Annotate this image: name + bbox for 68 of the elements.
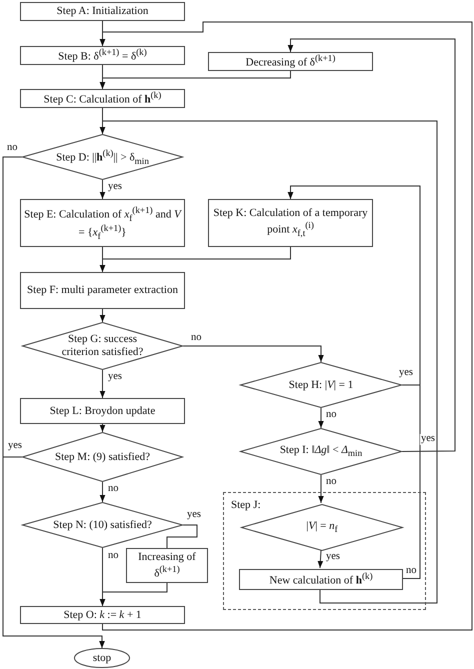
step-text: Step I: ‖Δg‖ < Δ$_{min}$ [278, 444, 364, 459]
step-text: Step L: Broydon update [48, 404, 156, 418]
connector-arrow [100, 482, 106, 502]
edge-label: yes [325, 552, 341, 562]
connector-arrow [318, 474, 324, 504]
connector-arrow [100, 308, 106, 322]
edge-label: yes [398, 368, 414, 378]
edge-label: yes [107, 372, 123, 382]
step-text: Step M: (9) satisfied? [54, 450, 151, 464]
step-text: Decreasing of δ$^{(k+1)}$ [244, 53, 336, 70]
step-text: Step F: multi parameter extraction [26, 284, 179, 297]
connector-arrow [100, 180, 106, 200]
connector-arrow [100, 370, 106, 398]
process-box [20, 272, 185, 309]
connector-arrow [100, 70, 291, 90]
step-text: New calculation of h$^{(k)}$ [268, 571, 374, 588]
step-text: Step N: (10) satisfied? [52, 518, 153, 532]
decision-diamond [22, 322, 183, 370]
step-text: Increasing of δ$^{(k+1)}$ [137, 551, 197, 580]
process-box [208, 199, 373, 247]
edge-label: yes [7, 441, 23, 452]
step-text: Step J: [230, 499, 262, 512]
edge-label: no [190, 333, 202, 344]
process-box [126, 548, 208, 583]
edge-label: yes [420, 434, 436, 444]
step-text: |V| = n$_{f}$ [305, 520, 339, 535]
terminal-ellipse [74, 648, 130, 668]
decision-diamond [240, 428, 402, 475]
step-text: Step A: Initialization [56, 5, 150, 18]
step-text: Step B: δ$^{(k+1)}$ = δ$^{(k)}$ [57, 47, 148, 64]
process-box [208, 52, 373, 71]
dashed-group-box [223, 492, 426, 610]
connector-arrow [318, 408, 324, 428]
step-text: stop [92, 652, 112, 664]
process-box [20, 606, 185, 624]
edge-label: no [6, 143, 18, 154]
connector-arrow [2, 456, 105, 648]
step-text: Step C: Calculation of h$^{(k)}$ [42, 90, 162, 107]
edge-label: no [405, 566, 418, 576]
connector-arrow [100, 246, 291, 272]
edge-label: no [107, 551, 120, 562]
connector-arrow [288, 38, 456, 452]
connector-arrow [288, 186, 420, 579]
process-box [20, 2, 185, 21]
step-text: Step H: |V| = 1 [288, 378, 354, 392]
step-text: Step E: Calculation of x$_{f}$$^{(k+1)}$ and V = {x$_{f}$$^{(k+1)}$} [23, 204, 183, 242]
connector-arrow [318, 550, 324, 568]
edge-label: yes [186, 510, 202, 520]
connector-arrow [100, 22, 472, 630]
process-box [239, 569, 403, 590]
decision-diamond [22, 432, 183, 482]
step-text: Step O: k := k + 1 [62, 608, 142, 622]
connector-arrow [100, 120, 438, 604]
edge-label: no [325, 477, 338, 488]
step-text: Step G: success criterion satisfied? [60, 333, 144, 359]
connector-arrow [100, 582, 168, 606]
step-text: Step D: ||h$^{(k)}$|| > δ$_{min}$ [55, 148, 150, 166]
edge-label: no [107, 484, 120, 494]
process-box [20, 46, 185, 65]
edge-label: yes [107, 182, 123, 192]
decision-diamond [22, 134, 183, 180]
process-box [20, 89, 185, 108]
decision-diamond [22, 502, 183, 548]
process-box [20, 199, 185, 247]
connector-arrow [100, 424, 106, 432]
process-box [20, 398, 185, 424]
connector-arrow [182, 346, 324, 362]
edge-label: no [325, 410, 338, 420]
